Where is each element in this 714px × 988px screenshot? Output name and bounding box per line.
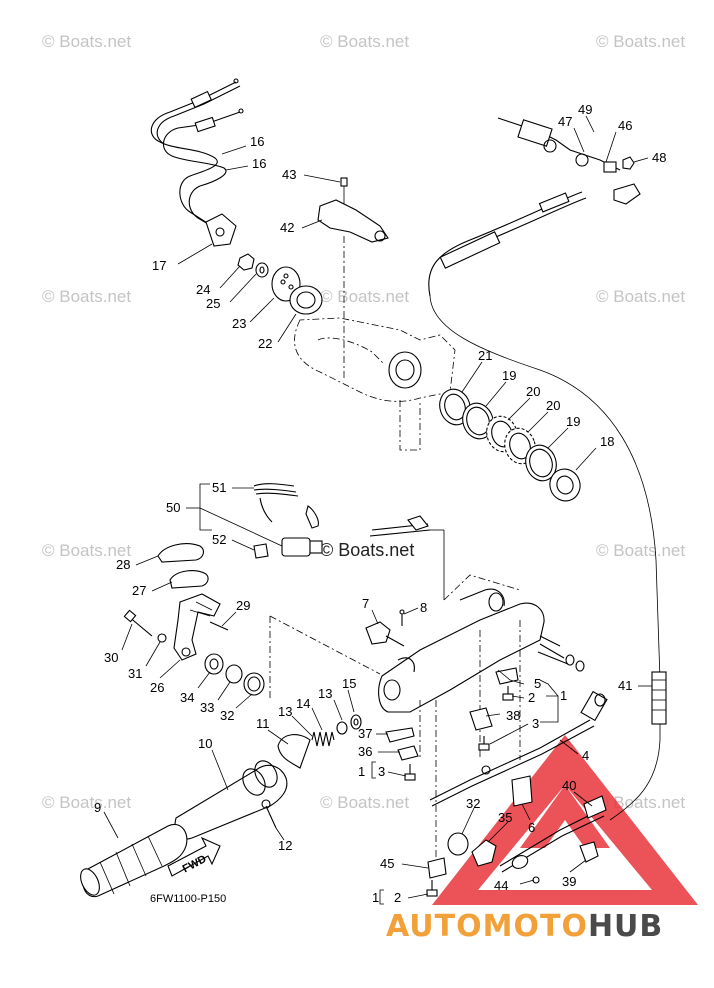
callout-number: 34 (180, 690, 194, 705)
callout-number: 40 (562, 778, 576, 793)
callout-number: 6 (528, 820, 535, 835)
shift-linkage (428, 117, 667, 821)
watermark: © Boats.net (596, 287, 685, 306)
callout-number: 1 (560, 688, 567, 703)
callout-number: 19 (566, 414, 580, 429)
watermark: © Boats.net (42, 32, 131, 51)
callout-number: 32 (466, 796, 480, 811)
callout-number: 25 (206, 296, 220, 311)
callout-number: 19 (502, 368, 516, 383)
grip-handle (80, 760, 288, 898)
callout-number: 17 (152, 258, 166, 273)
callout-number: 50 (166, 500, 180, 515)
watermark-layer: © Boats.net © Boats.net © Boats.net © Bo… (42, 32, 685, 812)
grommet (271, 266, 323, 315)
watermark: © Boats.net (596, 541, 685, 560)
callout-number: 28 (116, 557, 130, 572)
brand-name: AUTOMOTOHUB (386, 909, 663, 944)
callout-number: 13 (318, 686, 332, 701)
callout-number: 35 (498, 810, 512, 825)
callout-number: 20 (526, 384, 540, 399)
watermark: © Boats.net (42, 287, 131, 306)
callout-number: 4 (582, 748, 589, 763)
watermark: © Boats.net (42, 541, 131, 560)
callout-number: 2 (528, 690, 535, 705)
spring-set (277, 714, 362, 769)
callout-number: 13 (278, 704, 292, 719)
callout-number: 48 (652, 150, 666, 165)
bracket (317, 177, 389, 380)
callout-number: 33 (200, 700, 214, 715)
callout-number: 21 (478, 348, 492, 363)
callout-number: 5 (534, 676, 541, 691)
callout-number: 45 (380, 856, 394, 871)
lever-assembly (123, 543, 265, 696)
watermark: © Boats.net (42, 793, 131, 812)
callout-number: 41 (618, 678, 632, 693)
callout-number: 42 (280, 220, 294, 235)
brand-triangle-icon (432, 735, 698, 905)
brand-logo (432, 735, 698, 905)
lower-bracket-parts (385, 667, 519, 897)
callout-number: 36 (358, 744, 372, 759)
callout-number: 2 (394, 890, 401, 905)
leader-lines (103, 115, 652, 905)
brand-name-part2: HUB (588, 909, 663, 944)
callout-number: 10 (198, 736, 212, 751)
callout-number: 16 (250, 134, 264, 149)
callout-number: 15 (342, 676, 356, 691)
watermark: © Boats.net (320, 287, 409, 306)
callout-number: 3 (378, 764, 385, 779)
callout-number: 16 (252, 156, 266, 171)
callout-number: 51 (212, 480, 226, 495)
watermark: © Boats.net (320, 793, 409, 812)
callout-number: 14 (296, 696, 310, 711)
callout-number: 24 (196, 282, 210, 297)
callout-number: 3 (532, 716, 539, 731)
callout-labels: 49 47 46 48 16 16 43 42 17 24 25 23 22 2… (94, 102, 666, 905)
callout-number: 18 (600, 434, 614, 449)
callout-number: 12 (278, 838, 292, 853)
pivot-pin (365, 609, 405, 647)
callout-number: 52 (212, 532, 226, 547)
shift-rod-assembly (429, 690, 608, 884)
watermark: © Boats.net (320, 32, 409, 51)
stop-switch-lanyard (253, 483, 445, 600)
watermark: © Boats.net (596, 32, 685, 51)
callout-number: 26 (150, 680, 164, 695)
callout-number: 37 (358, 726, 372, 741)
cowling-outline (294, 317, 456, 451)
diagram-code: 6FW1100-P150 (150, 893, 226, 905)
callout-number: 7 (362, 596, 369, 611)
friction-rings (439, 388, 581, 502)
callout-number: 47 (558, 114, 572, 129)
callout-number: 46 (618, 118, 632, 133)
callout-number: 32 (220, 708, 234, 723)
callout-number: 43 (282, 167, 296, 182)
callout-number: 1 (372, 890, 379, 905)
throttle-cable-assembly (150, 78, 244, 247)
nut-washer (237, 253, 269, 278)
callout-number: 31 (128, 666, 142, 681)
callout-number: 23 (232, 316, 246, 331)
callout-number: 44 (494, 878, 508, 893)
callout-number: 29 (236, 598, 250, 613)
callout-number: 49 (578, 102, 592, 117)
callout-number: 11 (256, 716, 270, 731)
callout-number: 30 (104, 650, 118, 665)
steering-handle-body (269, 574, 585, 870)
watermark-center: © Boats.net (320, 540, 414, 560)
callout-number: 22 (258, 336, 272, 351)
callout-number: 38 (506, 708, 520, 723)
callout-number: 8 (420, 600, 427, 615)
brand-name-part1: AUTOMOTO (386, 909, 588, 944)
callout-number: 20 (546, 398, 560, 413)
callout-number: 1 (358, 764, 365, 779)
callout-number: 39 (562, 874, 576, 889)
fwd-label: FWD (181, 853, 209, 875)
callout-number: 9 (94, 800, 101, 815)
callout-number: 27 (132, 583, 146, 598)
